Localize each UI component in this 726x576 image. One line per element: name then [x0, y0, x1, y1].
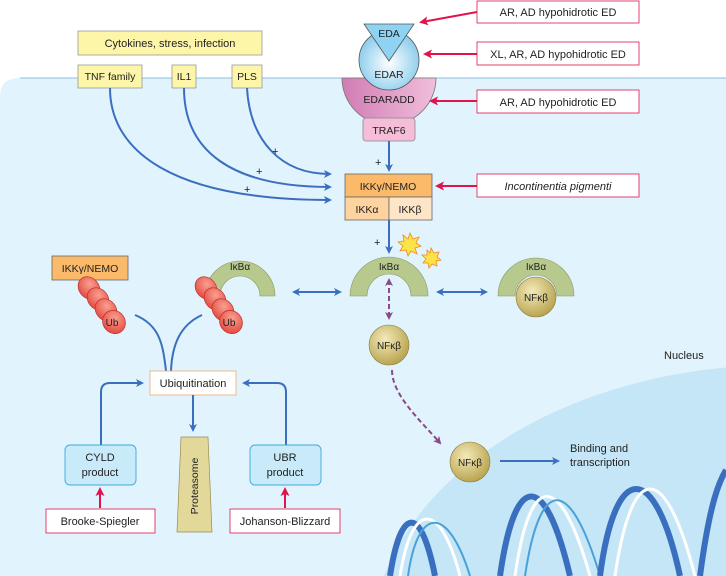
ikba-arc-center: IκBα	[349, 256, 429, 297]
plus-sign: +	[256, 166, 262, 178]
ubr-product-box	[249, 444, 322, 486]
ub-label: Ub	[223, 318, 236, 329]
disease-label-eda: AR, AD hypohidrotic ED	[500, 7, 617, 19]
edar-label: EDAR	[374, 69, 404, 81]
disease-label-edar: XL, AR, AD hypohidrotic ED	[490, 49, 626, 61]
phosphorylation-star-icon	[397, 231, 442, 269]
disease-label-incontinentia: Incontinentia pigmenti	[504, 181, 612, 193]
disease-eda: AR, AD hypohidrotic ED	[419, 0, 640, 26]
ikk-nemo-left-label: IKKγ/NEMO	[62, 263, 119, 275]
ubr-product-label: product	[267, 467, 304, 479]
cytokines-box	[77, 30, 263, 56]
ikba-arc-right: IκBα	[497, 257, 575, 297]
ikk-alpha-label: IKKα	[356, 204, 379, 216]
dna-helix	[387, 468, 726, 576]
nucleus	[384, 367, 726, 576]
plus-sign: +	[244, 184, 250, 196]
ubiquitin-chain-left	[77, 276, 126, 334]
cyld-product-label: product	[82, 467, 119, 479]
transcription-label: transcription	[570, 457, 630, 469]
nfkb-label: NFκβ	[377, 341, 401, 352]
plus-sign: +	[375, 157, 381, 169]
cytokines-label: Cytokines, stress, infection	[105, 38, 236, 50]
proteasome	[176, 436, 213, 533]
ubiquitination-box	[149, 370, 237, 396]
ubiquitination-label: Ubiquitination	[160, 378, 227, 390]
plus-sign: +	[272, 146, 278, 158]
tnf-label: TNF family	[85, 71, 136, 83]
eda-label: EDA	[378, 28, 400, 40]
pls-label: PLS	[237, 71, 257, 83]
ikba-label: IκBα	[526, 262, 546, 273]
edaradd-label: EDARADD	[363, 94, 415, 106]
proteasome-label: Proteasome	[189, 458, 201, 515]
ub-label: Ub	[106, 318, 119, 329]
ubiquitin-chain-right	[194, 276, 243, 334]
ikk-beta-label: IKKβ	[399, 204, 422, 216]
ikk-nemo-left-box	[51, 255, 129, 281]
ikba-arc-left: IκBα	[204, 260, 276, 297]
nfkb-free: NFκβ	[368, 324, 410, 366]
johanson-blizzard-label: Johanson-Blizzard	[240, 516, 331, 528]
nfkb-label: NFκβ	[524, 293, 548, 304]
cyld-product-box	[64, 444, 137, 486]
nfkb-label: NFκβ	[458, 458, 482, 469]
johanson-blizzard-box	[229, 508, 341, 534]
il1-label: IL1	[177, 71, 192, 83]
binding-label: Binding and	[570, 443, 628, 455]
disease-ikk-nemo: Incontinentia pigmenti	[435, 173, 640, 198]
nfkb-bound: NFκβ	[515, 276, 557, 318]
ubr-label: UBR	[273, 452, 296, 464]
traf6-label: TRAF6	[372, 125, 405, 137]
brooke-spiegler-label: Brooke-Spiegler	[61, 516, 140, 528]
disease-edar: XL, AR, AD hypohidrotic ED	[423, 41, 640, 66]
disease-label-edaradd: AR, AD hypohidrotic ED	[500, 97, 617, 109]
nfkb-nuclear: NFκβ	[449, 441, 491, 483]
cyld-label: CYLD	[85, 452, 114, 464]
plus-sign: +	[374, 237, 380, 249]
nucleus-label: Nucleus	[664, 350, 704, 362]
ikba-label: IκBα	[379, 262, 399, 273]
brooke-spiegler-box	[45, 508, 156, 534]
disease-edaradd: AR, AD hypohidrotic ED	[429, 89, 640, 114]
ikba-label: IκBα	[230, 262, 250, 273]
eda	[363, 23, 415, 62]
ikk-beta-box	[388, 196, 433, 221]
ikk-nemo-label: IKKγ/NEMO	[360, 181, 417, 193]
